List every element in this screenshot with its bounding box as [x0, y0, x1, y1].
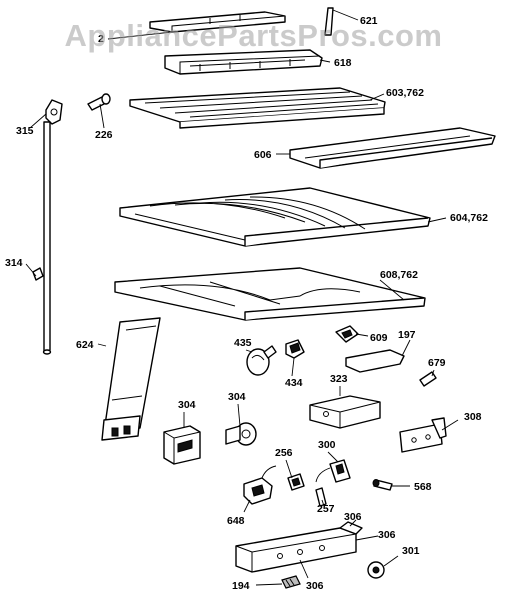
- label-306-bottom: 306: [306, 580, 324, 592]
- label-306-top: 306: [344, 511, 362, 523]
- label-304-left: 304: [178, 399, 196, 411]
- label-256: 256: [275, 447, 293, 459]
- label-315: 315: [16, 125, 34, 137]
- label-435: 435: [234, 337, 252, 349]
- label-648: 648: [227, 515, 245, 527]
- part-618-bar: [164, 49, 323, 75]
- part-314-clip: [32, 267, 44, 281]
- part-306-housing: [235, 521, 363, 573]
- label-304-right: 304: [228, 391, 246, 403]
- part-301-knob: [367, 561, 385, 579]
- part-435-bulb: [246, 345, 277, 376]
- label-618: 618: [334, 57, 352, 69]
- label-603-762: 603,762: [386, 87, 424, 99]
- part-194-clip: [281, 575, 301, 589]
- part-323-bracket: [309, 395, 381, 429]
- part-197-harness: [345, 349, 405, 373]
- part-256-plug: [287, 473, 305, 491]
- part-304-dial: [225, 422, 257, 446]
- part-608-tray: [114, 267, 426, 321]
- part-606-cover: [289, 127, 496, 169]
- label-308: 308: [464, 411, 482, 423]
- part-434-socket: [285, 339, 305, 359]
- label-624: 624: [76, 339, 94, 351]
- label-194: 194: [232, 580, 250, 592]
- label-301: 301: [402, 545, 420, 557]
- label-314: 314: [5, 257, 23, 269]
- label-679: 679: [428, 357, 446, 369]
- label-609: 609: [370, 332, 388, 344]
- part-308-plate: [399, 417, 447, 453]
- label-257: 257: [317, 503, 335, 515]
- part-300-switch: [315, 459, 351, 483]
- part-609-clip: [335, 325, 359, 343]
- label-2: 2: [98, 33, 104, 45]
- leader-lines: [25, 9, 459, 586]
- label-226: 226: [95, 129, 113, 141]
- label-568: 568: [414, 481, 432, 493]
- part-labels: 621 2 618 315 226 603,762 606 604,762 31…: [5, 15, 488, 592]
- label-608-762: 608,762: [380, 269, 418, 281]
- part-624-duct: [101, 317, 161, 441]
- label-197: 197: [398, 329, 416, 341]
- part-257-screw: [315, 487, 327, 507]
- part-604-shelf: [119, 187, 431, 247]
- part-304-switch-block: [163, 425, 201, 465]
- part-568-screw: [372, 479, 393, 491]
- label-434: 434: [285, 377, 303, 389]
- part-226-knob: [87, 93, 111, 111]
- label-606: 606: [254, 149, 272, 161]
- label-621: 621: [360, 15, 378, 27]
- label-306-right: 306: [378, 529, 396, 541]
- part-603-shelf: [129, 87, 386, 129]
- part-621-clip: [324, 7, 334, 36]
- part-648-receptacle: [243, 465, 277, 505]
- part-679-screw: [419, 371, 437, 387]
- label-604-762: 604,762: [450, 212, 488, 224]
- label-323: 323: [330, 373, 348, 385]
- part-top-cover: [149, 11, 286, 33]
- part-315-rod: [42, 99, 63, 355]
- label-300: 300: [318, 439, 336, 451]
